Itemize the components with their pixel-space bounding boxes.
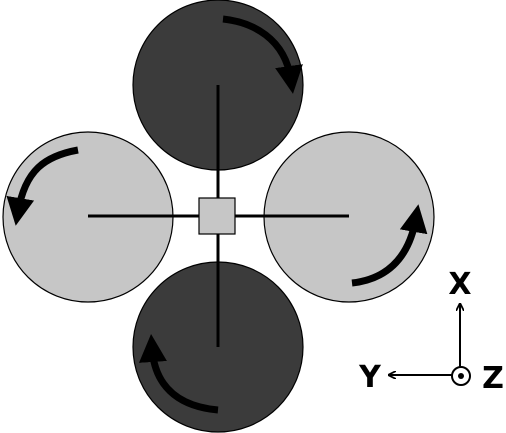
rotation-arrow-front xyxy=(222,15,303,94)
y-axis-label: Y xyxy=(358,360,382,395)
axes-indicator: X Y Z xyxy=(358,267,504,396)
rotation-arrow-right xyxy=(351,204,428,287)
z-axis-label: Z xyxy=(482,361,504,396)
x-axis-label: X xyxy=(448,267,471,302)
rotation-arrow-back xyxy=(138,334,219,414)
rotation-arrow-left xyxy=(6,146,79,226)
z-axis-dot xyxy=(458,373,464,379)
center-hub xyxy=(198,197,236,235)
